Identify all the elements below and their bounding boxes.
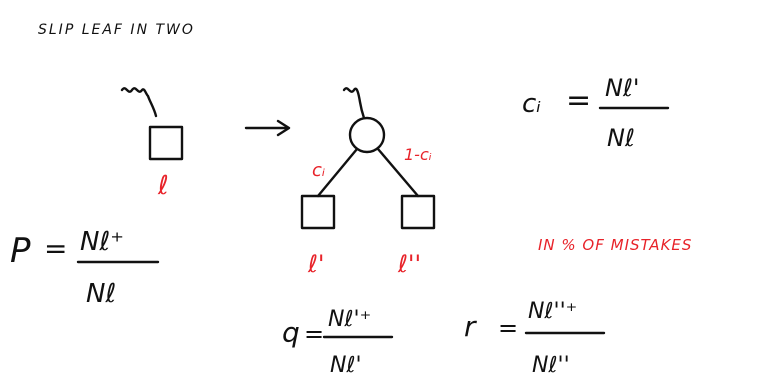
left-child-label: ℓ'	[307, 250, 325, 278]
squiggle-icon	[120, 87, 158, 118]
q-denominator: Nℓ'	[330, 353, 362, 378]
q-equals: =	[304, 320, 324, 348]
ci-lhs: cᵢ	[522, 89, 541, 119]
title: SLIP LEAF IN TWO	[38, 22, 195, 38]
leaf-node-square	[148, 125, 184, 161]
q-lhs: q	[282, 316, 300, 349]
right-child-square	[400, 194, 436, 230]
r-equals: =	[498, 314, 518, 342]
right-edge-label: 1-cᵢ	[404, 145, 432, 164]
ci-equals: =	[566, 83, 591, 118]
arrow-head-icon	[276, 119, 291, 137]
ci-denominator: Nℓ	[607, 124, 635, 152]
squiggle-icon	[342, 87, 366, 120]
q-numerator: Nℓ'⁺	[328, 307, 371, 332]
p-equals: =	[44, 232, 67, 265]
ci-numerator: Nℓ'	[605, 74, 639, 102]
left-edge-label: cᵢ	[312, 160, 325, 181]
p-denominator: Nℓ	[86, 279, 116, 309]
split-node-circle	[348, 116, 386, 154]
left-child-square	[300, 194, 336, 230]
right-child-label: ℓ''	[397, 250, 421, 278]
leaf-label: ℓ	[157, 171, 169, 201]
right-branch	[376, 147, 420, 198]
p-numerator: Nℓ⁺	[80, 227, 124, 257]
left-branch	[316, 147, 359, 198]
r-lhs: r	[464, 310, 477, 343]
r-denominator: Nℓ''	[532, 353, 570, 378]
r-numerator: Nℓ''⁺	[528, 299, 577, 324]
mistakes-note: IN % OF MISTAKES	[538, 236, 692, 254]
p-lhs: P	[10, 231, 31, 271]
